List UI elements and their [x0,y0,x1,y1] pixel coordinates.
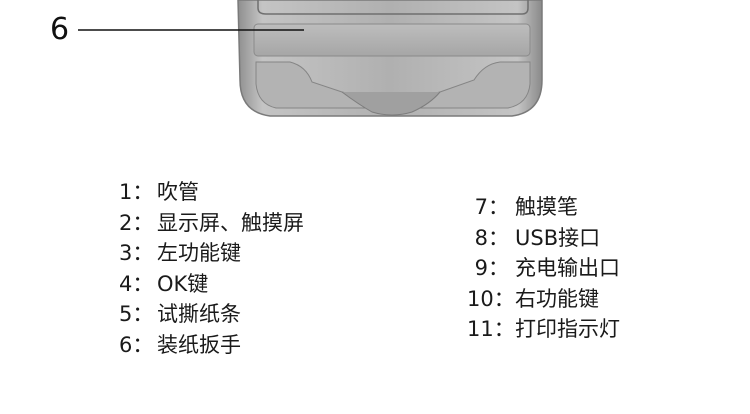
screen-frame-edge [257,0,529,15]
legend-item-number: 11： [467,317,515,342]
device-illustration [78,0,543,117]
legend-item-number: 4： [119,271,154,296]
legend-item: 6：装纸扳手 [119,330,304,361]
legend-item-label: 打印指示灯 [515,317,620,342]
paper-latch [255,61,531,109]
legend-item: 2：显示屏、触摸屏 [119,208,304,239]
legend-item-label: 试撕纸条 [157,302,241,327]
legend-item: 8：USB接口 [467,223,620,254]
legend-item: 9：充电输出口 [467,253,620,284]
legend-item: 11：打印指示灯 [467,314,620,345]
legend-item: 1：吹管 [119,177,304,208]
legend-item-label: OK键 [157,271,209,296]
legend-item-number: 2： [119,210,154,235]
paper-door-panel [253,23,531,57]
legend-item-number: 6： [119,332,154,357]
legend-item-number: 3： [119,241,154,266]
legend-item-number: 8： [474,225,509,250]
legend-item-number: 7： [474,195,509,219]
legend-item-number: 5： [119,302,154,327]
legend-item-label: 吹管 [157,180,199,204]
legend-item-number: 9： [474,256,509,281]
legend-item-label: USB接口 [515,225,601,250]
callout-number-6: 6 [50,12,70,47]
legend-item-label: 触摸笔 [515,195,578,219]
legend-item-number: 10： [467,286,515,311]
legend-item-label: 充电输出口 [515,256,620,281]
legend-item-label: 装纸扳手 [157,332,241,357]
legend-item: 4：OK键 [119,269,304,300]
legend-item-label: 右功能键 [515,286,599,311]
legend-item-number: 1： [119,180,154,204]
legend-item-label: 显示屏、触摸屏 [157,210,304,235]
tear-notch [341,91,441,116]
legend-item-label: 左功能键 [157,241,241,266]
legend-item: 10：右功能键 [467,284,620,315]
legend-item: 7：触摸笔 [467,192,620,223]
legend-item: 5：试撕纸条 [119,299,304,330]
legend-item: 3：左功能键 [119,238,304,269]
